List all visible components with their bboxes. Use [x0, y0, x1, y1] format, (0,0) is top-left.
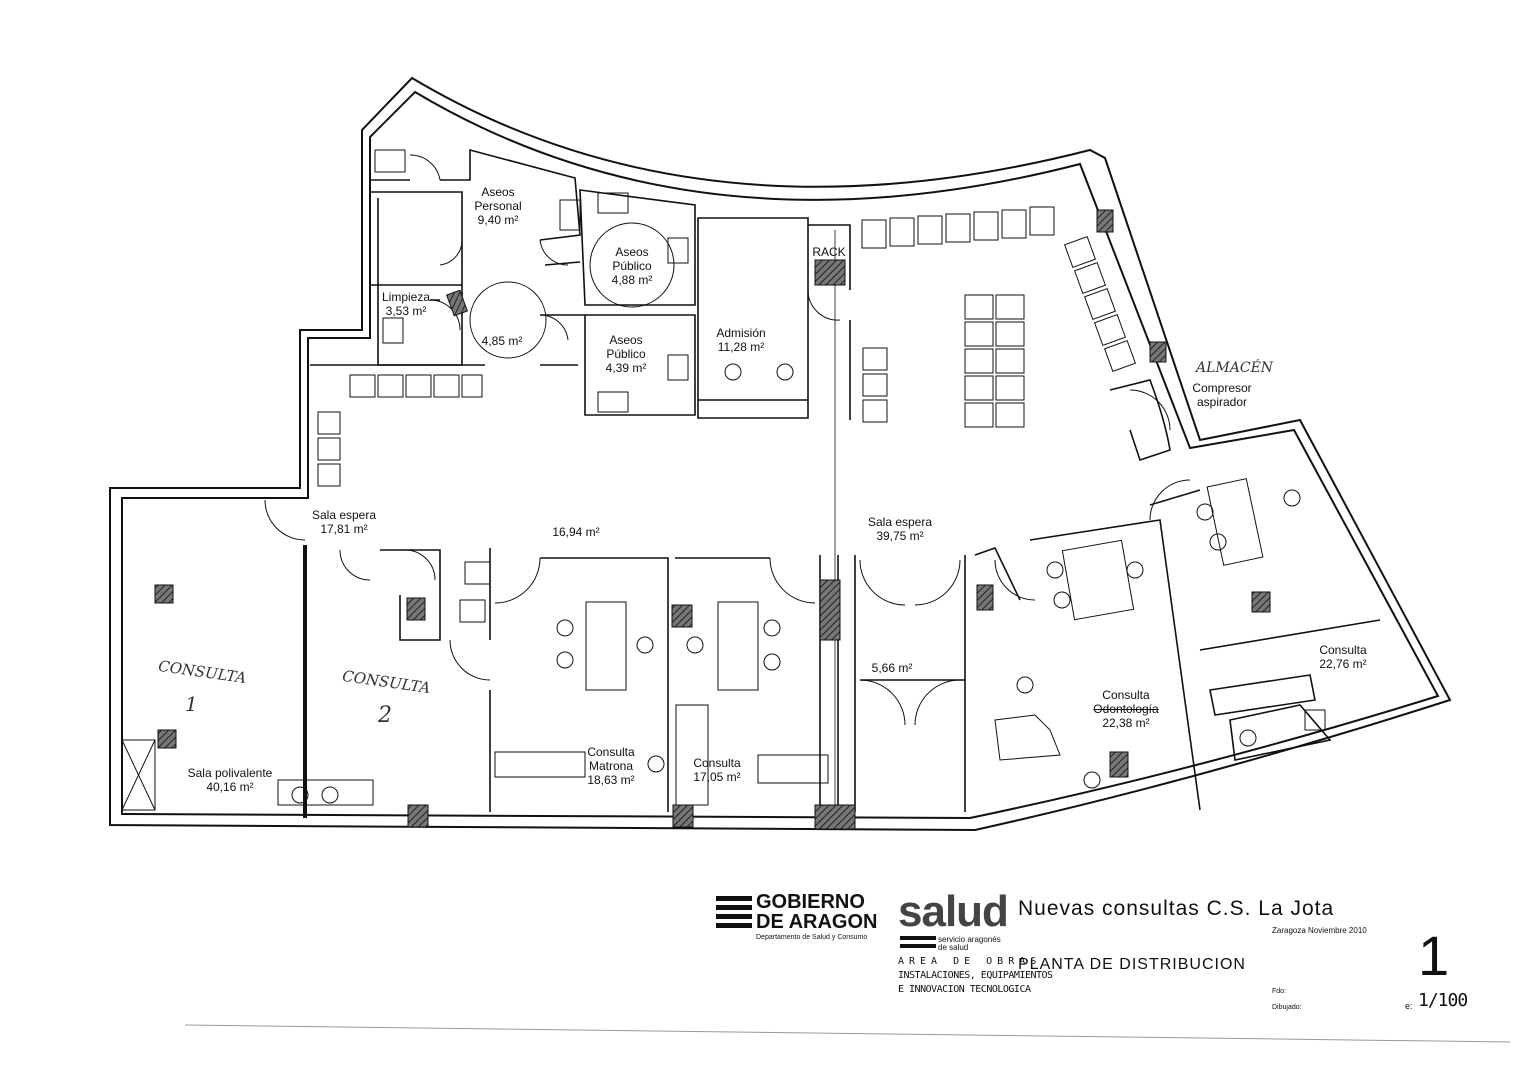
gobierno-aragon-logo-icon: [716, 896, 752, 928]
room-area: 4,39 m²: [605, 361, 647, 375]
label-consulta-matrona: Consulta Matrona 18,63 m²: [587, 745, 634, 787]
room-area: 4,88 m²: [611, 273, 653, 287]
room-area: 11,28 m²: [717, 340, 765, 354]
label-sala-polivalente: Sala polivalente 40,16 m²: [188, 766, 273, 794]
project-title: Nuevas consultas C.S. La Jota: [1018, 897, 1335, 920]
interior-walls: [121, 148, 1381, 818]
room-area: 40,16 m²: [206, 780, 254, 794]
room-area: 4,85 m²: [481, 334, 523, 348]
room-name: Compresor aspirador: [1192, 381, 1252, 409]
scale-value: 1/100: [1418, 990, 1468, 1011]
room-area: 18,63 m²: [587, 773, 635, 787]
room-area: 39,75 m²: [876, 529, 924, 543]
room-area: 9,40 m²: [477, 213, 519, 227]
area-line-3: E INNOVACION TECNOLOGICA: [898, 984, 1031, 995]
room-name: Limpieza: [381, 290, 431, 304]
label-sala-espera-2: Sala espera 39,75 m²: [868, 515, 932, 543]
room-name: Aseos Público: [612, 245, 652, 273]
gov-dept: Departamento de Salud y Consumo: [756, 934, 868, 941]
label-consulta-17: Consulta 17,05 m²: [693, 756, 740, 784]
exterior-walls: [109, 76, 1452, 832]
label-distribuidor: 4,85 m²: [482, 334, 523, 348]
room-name: Consulta: [1319, 643, 1367, 657]
gov-line-1: GOBIERNO: [756, 891, 865, 913]
room-name: Aseos Personal: [474, 185, 522, 213]
fdo-label: Fdo:: [1272, 988, 1287, 995]
label-consulta-odontologia: Consulta Odontología 22,38 m²: [1093, 688, 1158, 730]
room-name-struck: Odontología: [1093, 702, 1159, 716]
label-aseos-personal: Aseos Personal 9,40 m²: [474, 185, 521, 227]
room-name: Consulta: [693, 756, 741, 770]
scale-prefix: e:: [1405, 1001, 1413, 1011]
label-sala-espera-1: Sala espera 17,81 m²: [312, 508, 376, 536]
label-limpieza: Limpieza 3,53 m²: [382, 290, 430, 318]
room-area: 17,05 m²: [693, 770, 741, 784]
dibujado-label: Dibujado:: [1272, 1004, 1302, 1011]
handwritten-consulta-2-number: 2: [378, 703, 392, 728]
room-area: 3,53 m²: [385, 304, 427, 318]
room-area: 5,66 m²: [871, 661, 913, 675]
drawing-title: PLANTA DE DISTRIBUCION: [1018, 956, 1246, 973]
room-name: Consulta: [1102, 688, 1150, 702]
label-pasillo: 16,94 m²: [552, 525, 599, 539]
room-area: 22,38 m²: [1102, 716, 1150, 730]
sheet-number: 1: [1418, 924, 1450, 987]
room-area: 17,81 m²: [320, 522, 368, 536]
salud-bars-2: [900, 944, 936, 948]
sheet-bottom-line: [184, 1024, 1511, 1043]
furniture: [121, 149, 1326, 811]
label-aseos-publico-2: Aseos Público 4,39 m²: [606, 333, 647, 375]
room-area: 16,94 m²: [552, 525, 600, 539]
label-aseos-publico-1: Aseos Público 4,88 m²: [612, 245, 653, 287]
label-consulta-2276: Consulta 22,76 m²: [1319, 643, 1366, 671]
label-rack: RACK: [812, 245, 845, 259]
waiting-chairs: [317, 206, 1137, 487]
room-name: Sala espera: [311, 508, 377, 522]
place-date: Zaragoza Noviembre 2010: [1272, 926, 1367, 935]
columns: [154, 209, 1271, 830]
door-swings: [264, 154, 1191, 726]
room-area: 22,76 m²: [1319, 657, 1367, 671]
gov-line-2: DE ARAGON: [756, 911, 878, 933]
salud-bars: [900, 936, 936, 940]
salud-sub-2: de salud: [938, 943, 969, 952]
room-name: Sala polivalente: [187, 766, 273, 780]
label-vestibulo: 5,66 m²: [872, 661, 913, 675]
room-name: Admisión: [716, 326, 766, 340]
label-compresor: Compresor aspirador: [1192, 381, 1251, 409]
room-name: RACK: [812, 245, 846, 259]
salud-logo: salud: [898, 887, 1009, 936]
room-name: Consulta Matrona: [587, 745, 635, 773]
label-admision: Admisión 11,28 m²: [716, 326, 765, 354]
area-line-2: INSTALACIONES, EQUIPAMIENTOS: [898, 970, 1053, 981]
handwritten-consulta-1-number: 1: [185, 692, 198, 716]
area-line-1: AREA DE OBRAS: [898, 956, 1042, 967]
handwritten-almacen: ALMACÉN: [1196, 360, 1274, 376]
accessibility-circles: [469, 222, 675, 359]
salud-sub-1: servicio aragonés: [938, 935, 1001, 944]
room-name: Sala espera: [867, 515, 933, 529]
room-name: Aseos Público: [606, 333, 646, 361]
